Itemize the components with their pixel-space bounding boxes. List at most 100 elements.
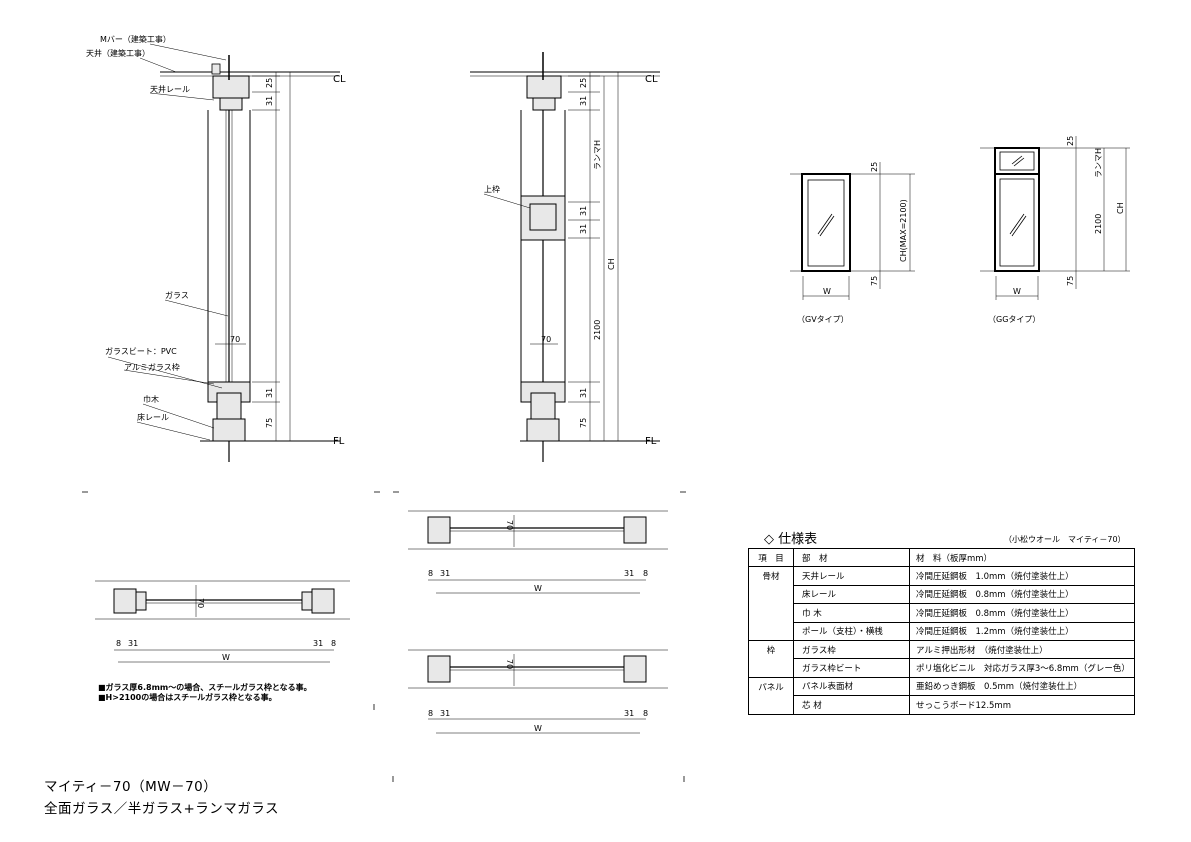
spec-material: ポリ塩化ビニル 対応ガラス厚3～6.8mm（グレー色） [909, 658, 1135, 678]
spec-part: ガラス枠ビート [793, 658, 910, 678]
plan-rb-dim-70: 70 [505, 659, 514, 669]
plan-rt-dim-70: 70 [505, 520, 514, 530]
gv-dim-w: W [823, 287, 831, 296]
label-ceiling-rail: 天井レール [150, 84, 190, 94]
plan-left-dim-31-r: 31 [313, 639, 323, 648]
spec-title: ◇ 仕様表 [764, 532, 818, 547]
gg-dim-2100: 2100 [1094, 214, 1103, 234]
plan-left-dim-70: 70 [196, 598, 205, 608]
spec-row: 巾 木 冷間圧延鋼板 0.8mm（焼付塗装仕上） [749, 603, 1135, 623]
spec-header-part: 部 材 [793, 547, 910, 568]
note-glass-thickness: ■ガラス厚6.8mm～の場合、スチールガラス枠となる事。 [98, 683, 312, 692]
gv-dim-ch: CH(MAX=2100) [899, 199, 908, 262]
dim-25-right: 25 [579, 78, 588, 88]
plan-rt-dim-8-r: 8 [643, 569, 648, 578]
spec-cat-panel: パネル [748, 676, 794, 715]
spec-part: パネル表面材 [793, 676, 910, 697]
label-fl-right: FL [645, 436, 657, 447]
spec-part: ポール（支柱）・横桟 [793, 621, 910, 641]
footer-model: マイティ－70（MW－70） [44, 779, 218, 795]
gg-dim-75: 75 [1066, 276, 1075, 286]
dim-70-right: 70 [541, 335, 551, 344]
plan-rt-dim-31-l: 31 [440, 569, 450, 578]
dim-31-left-bottom: 31 [265, 388, 274, 398]
spec-material: 冷間圧延鋼板 1.0mm（焼付塗装仕上） [909, 566, 1135, 586]
gv-type-elevation [790, 162, 915, 300]
spec-material: 亜鉛めっき鋼板 0.5mm（焼付塗装仕上） [909, 676, 1135, 697]
spec-part: 床レール [793, 584, 910, 605]
label-top-frame: 上枠 [484, 184, 500, 194]
spec-row: 芯 材 せっこうボード12.5mm [749, 695, 1135, 715]
note-height: ■H>2100の場合はスチールガラス枠となる事。 [98, 693, 277, 702]
dim-ch-right: CH [607, 258, 616, 270]
dim-31-right-2: 31 [579, 206, 588, 216]
dim-75-left: 75 [265, 418, 274, 428]
label-m-bar: Mバー（建築工事） [100, 34, 171, 44]
label-glass: ガラス [165, 290, 189, 300]
plan-rb-dim-8-l: 8 [428, 709, 433, 718]
spec-row: ポール（支柱）・横桟 冷間圧延鋼板 1.2mm（焼付塗装仕上） [749, 621, 1135, 641]
section-right [470, 52, 660, 462]
plan-right-bottom [408, 649, 668, 734]
plan-rb-dim-8-r: 8 [643, 709, 648, 718]
gg-type-elevation [980, 136, 1130, 300]
dim-75-right: 75 [579, 418, 588, 428]
spec-row: 枠 ガラス枠 アルミ押出形材 （焼付塗装仕上） [748, 639, 1135, 678]
dim-2100-right: 2100 [593, 320, 602, 340]
plan-right-top [408, 510, 668, 594]
spec-part: 巾 木 [793, 603, 910, 623]
dim-25-left: 25 [265, 78, 274, 88]
spec-material: せっこうボード12.5mm [909, 695, 1135, 715]
spec-row: 骨材 天井レール 冷間圧延鋼板 1.0mm（焼付塗装仕上） [748, 566, 1135, 641]
label-glass-bead: ガラスビート：PVC [105, 346, 177, 356]
plan-rb-dim-31-l: 31 [440, 709, 450, 718]
spec-subtitle: （小松ウオール マイティ－70） [1004, 535, 1126, 544]
plan-rt-dim-8-l: 8 [428, 569, 433, 578]
dim-31-right-1: 31 [579, 96, 588, 106]
spec-table: 項 目 部 材 材 料（板厚mm） 骨材 天井レール 冷間圧延鋼板 1.0mm（… [748, 547, 1135, 715]
label-ceiling: 天井（建築工事） [86, 48, 150, 58]
plan-rb-dim-w: W [534, 724, 542, 733]
spec-part: ガラス枠 [793, 639, 910, 660]
plan-left [95, 580, 350, 663]
gg-dim-w: W [1013, 287, 1021, 296]
dim-31-right-4: 31 [579, 388, 588, 398]
plan-rt-dim-w: W [534, 584, 542, 593]
spec-part: 天井レール [793, 566, 910, 586]
spec-row: 床レール 冷間圧延鋼板 0.8mm（焼付塗装仕上） [749, 584, 1135, 605]
plan-rb-dim-31-r: 31 [624, 709, 634, 718]
spec-header-item: 項 目 [748, 547, 794, 568]
dim-31-right-3: 31 [579, 224, 588, 234]
dim-31-left-top: 31 [265, 96, 274, 106]
label-fl-left: FL [333, 436, 345, 447]
gv-dim-75: 75 [870, 276, 879, 286]
spec-material: 冷間圧延鋼板 0.8mm（焼付塗装仕上） [909, 584, 1135, 605]
plan-left-dim-w: W [222, 653, 230, 662]
spec-header-row: 項 目 部 材 材 料（板厚mm） [748, 547, 1135, 568]
spec-row: ガラス枠ビート ポリ塩化ビニル 対応ガラス厚3～6.8mm（グレー色） [749, 658, 1135, 678]
plan-rt-dim-31-r: 31 [624, 569, 634, 578]
spec-material: アルミ押出形材 （焼付塗装仕上） [909, 639, 1135, 660]
spec-material: 冷間圧延鋼板 1.2mm（焼付塗装仕上） [909, 621, 1135, 641]
gg-dim-25: 25 [1066, 136, 1075, 146]
spec-material: 冷間圧延鋼板 0.8mm（焼付塗装仕上） [909, 603, 1135, 623]
sheet-marks [82, 491, 686, 782]
gg-dim-ch: CH [1116, 202, 1125, 214]
spec-row: パネル パネル表面材 亜鉛めっき鋼板 0.5mm（焼付塗装仕上） [748, 676, 1135, 715]
gv-dim-25: 25 [870, 162, 879, 172]
label-alumi-frame: アルミガラス枠 [124, 362, 180, 372]
label-cl-right: CL [645, 74, 658, 85]
plan-left-dim-31-l: 31 [128, 639, 138, 648]
label-floor-rail: 床レール [137, 412, 169, 422]
dim-70-left: 70 [230, 335, 240, 344]
label-baseboard: 巾木 [143, 394, 159, 404]
footer-description: 全面ガラス／半ガラス+ランマガラス [44, 801, 280, 817]
gg-caption: （GGタイプ） [988, 315, 1040, 324]
plan-left-dim-8-r: 8 [331, 639, 336, 648]
spec-cat-frame: 骨材 [748, 566, 794, 641]
spec-part: 芯 材 [793, 695, 910, 715]
gg-dim-ranma-h: ランマH [1094, 148, 1103, 178]
spec-cat-glass-frame: 枠 [748, 639, 794, 678]
section-left [107, 43, 340, 462]
